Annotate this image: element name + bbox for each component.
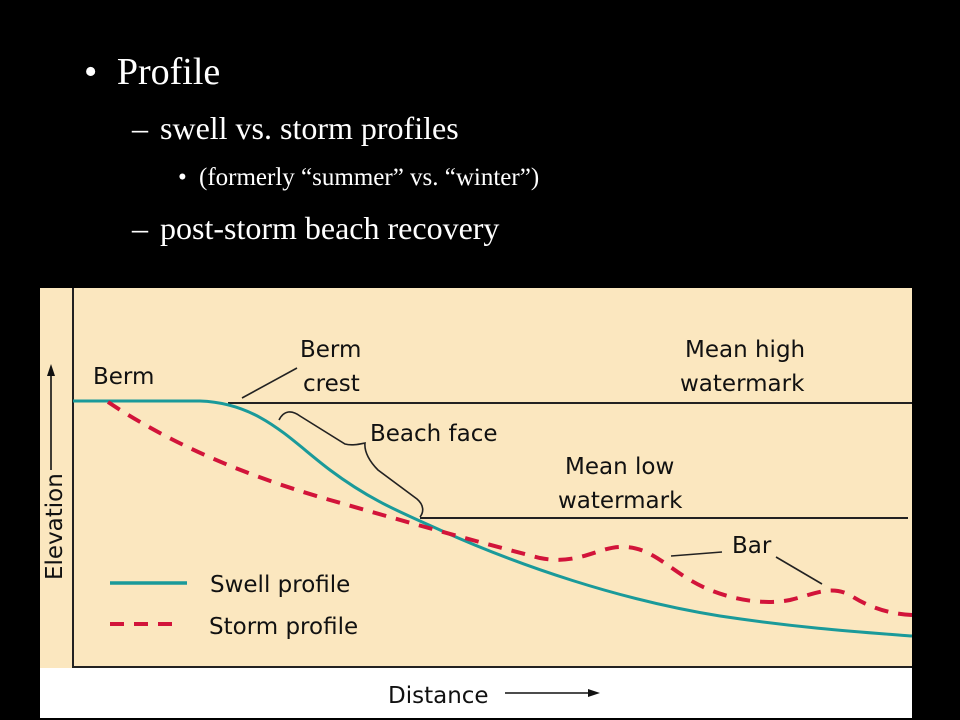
y-axis-label: Elevation [42, 473, 68, 580]
bar-leader-1 [670, 551, 723, 557]
legend-storm-label: Storm profile [209, 614, 358, 640]
label-mean-low-2: watermark [558, 488, 683, 514]
label-berm-crest-1: Berm [300, 337, 361, 363]
bullet-marker: – [132, 110, 148, 146]
beach-profile-diagram: Berm Berm crest Beach face Mean high wat… [40, 288, 912, 718]
x-axis-label: Distance [388, 683, 489, 709]
bullet-1: • Profile [84, 50, 220, 94]
label-mean-low-1: Mean low [565, 454, 674, 480]
bullet-marker: • [84, 51, 98, 93]
bullet-marker: – [132, 210, 148, 246]
x-axis-arrowhead [588, 689, 600, 697]
label-berm-crest-2: crest [303, 371, 360, 397]
label-berm: Berm [93, 364, 154, 390]
berm-crest-leader [241, 367, 298, 399]
swell-profile-line [73, 399, 912, 638]
bullet-text: post-storm beach recovery [160, 210, 500, 246]
diagram-panel [40, 288, 912, 668]
label-mean-high-1: Mean high [685, 337, 805, 363]
bullet-text: (formerly “summer” vs. “winter”) [199, 164, 540, 191]
bullet-4: – post-storm beach recovery [132, 210, 499, 247]
y-axis-arrowhead [47, 364, 55, 376]
legend-swell-label: Swell profile [210, 572, 350, 598]
label-beach-face: Beach face [370, 421, 498, 447]
label-mean-high-2: watermark [680, 371, 805, 397]
bullet-marker: • [178, 164, 187, 191]
bullet-3: • (formerly “summer” vs. “winter”) [178, 164, 539, 192]
beach-face-brace [278, 411, 424, 518]
label-bar: Bar [732, 533, 772, 559]
storm-profile-line [106, 400, 912, 617]
bullet-2: – swell vs. storm profiles [132, 110, 459, 147]
bullet-text: swell vs. storm profiles [160, 110, 459, 146]
bar-leader-2 [775, 556, 823, 585]
bullet-text: Profile [116, 51, 221, 93]
